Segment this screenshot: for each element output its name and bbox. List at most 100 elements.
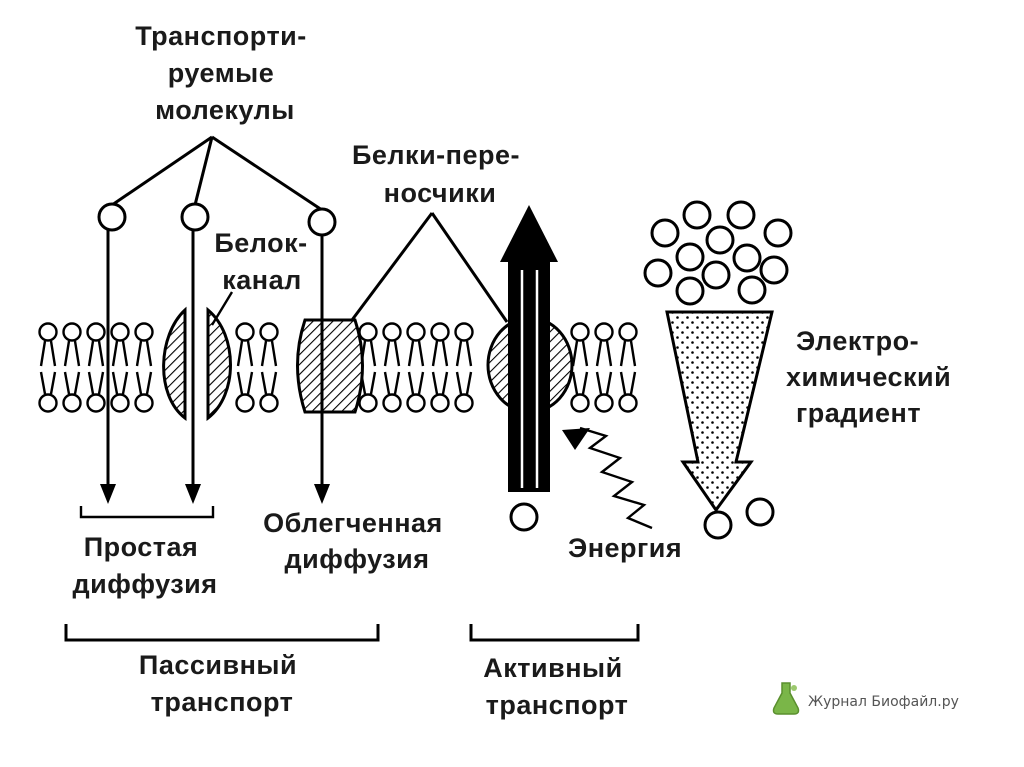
lipid-head — [86, 322, 106, 342]
lipid-head — [406, 322, 426, 342]
lipid-head — [454, 393, 474, 413]
gradient-molecule — [726, 200, 756, 230]
molecule-simple-1 — [97, 202, 127, 232]
lipid-head — [594, 322, 614, 342]
gradient-molecule — [643, 258, 673, 288]
gradient-molecule — [763, 218, 793, 248]
lipid-head — [382, 322, 402, 342]
lipid-head — [110, 393, 130, 413]
lipid-head — [358, 393, 378, 413]
lipid-tail — [135, 371, 153, 395]
channel-protein — [162, 306, 232, 422]
lipid-head — [594, 393, 614, 413]
lipid-head — [454, 322, 474, 342]
carrier-protein-facilitated — [296, 318, 364, 414]
lipid-head — [110, 322, 130, 342]
gradient-molecule — [705, 225, 735, 255]
facilitated-diffusion-label: Облегченная диффузия — [263, 508, 451, 574]
lipid-head — [259, 393, 279, 413]
lipid-tail — [260, 340, 278, 367]
energy-label: Энергия — [568, 533, 682, 563]
lipid-tail — [63, 371, 81, 395]
lipid-head — [235, 393, 255, 413]
lipid-tail — [571, 340, 589, 367]
lipid-head — [358, 322, 378, 342]
lipid-tail — [135, 340, 153, 367]
lipid-head — [134, 322, 154, 342]
simple-diffusion-arrow-1 — [100, 230, 116, 504]
lipid-tail — [455, 371, 473, 395]
electrochemical-gradient-arrow — [665, 310, 774, 513]
lipid-tail — [431, 340, 449, 367]
molecule-simple-2 — [180, 202, 210, 232]
simple-diffusion-arrow-2 — [185, 230, 201, 504]
active-transport-bracket — [469, 624, 640, 642]
molecules-pointer-lines — [111, 135, 323, 212]
active-transport-label: Активный транспорт — [483, 653, 630, 720]
lipid-tail — [407, 371, 425, 395]
flask-logo-icon — [772, 682, 800, 715]
facilitated-diffusion-arrow — [314, 235, 330, 504]
lipid-tail — [236, 371, 254, 395]
lipid-head — [430, 393, 450, 413]
gradient-molecule — [682, 200, 712, 230]
lipid-tail — [39, 371, 57, 395]
gradient-molecule — [759, 255, 789, 285]
lipid-tail — [431, 371, 449, 395]
lipid-head — [430, 322, 450, 342]
lipid-tail — [87, 371, 105, 395]
lipid-tail — [407, 340, 425, 367]
passive-transport-label: Пассивный транспорт — [139, 650, 305, 717]
carrier-proteins-label: Белки-пере- носчики — [352, 140, 528, 208]
simple-diffusion-bracket — [79, 506, 215, 519]
lipid-head — [62, 393, 82, 413]
active-transport-arrow — [500, 205, 558, 492]
gradient-molecule — [732, 243, 762, 273]
lipid-head — [570, 393, 590, 413]
lipid-tail — [571, 371, 589, 395]
lipid-tail — [619, 371, 637, 395]
lipid-tail — [595, 340, 613, 367]
lipid-tail — [619, 340, 637, 367]
molecule-active-transport — [509, 502, 539, 532]
lipid-tail — [595, 371, 613, 395]
gradient-molecule — [675, 276, 705, 306]
lipid-tail — [260, 371, 278, 395]
lipid-tail — [87, 340, 105, 367]
channel-protein-label: Белок- канал — [214, 228, 315, 295]
lipid-head — [618, 393, 638, 413]
gradient-molecule — [650, 218, 680, 248]
energy-squiggle-arrow — [562, 426, 653, 530]
carriers-pointer-lines — [350, 212, 509, 323]
gradient-molecule-bottom-2 — [745, 497, 775, 527]
simple-diffusion-label: Простая диффузия — [72, 532, 217, 599]
transported-molecules-label: Транспорти- руемые молекулы — [135, 21, 315, 125]
lipid-head — [235, 322, 255, 342]
watermark: Журнал Биофайл.ру — [772, 682, 959, 715]
watermark-text: Журнал Биофайл.ру — [808, 694, 959, 710]
lipid-tail — [111, 371, 129, 395]
lipid-head — [86, 393, 106, 413]
gradient-molecule — [675, 242, 705, 272]
lipid-tail — [383, 371, 401, 395]
lipid-head — [38, 393, 58, 413]
gradient-molecule — [701, 260, 731, 290]
lipid-head — [382, 393, 402, 413]
lipid-head — [406, 393, 426, 413]
lipid-head — [38, 322, 58, 342]
electrochemical-gradient-label: Электро- химический градиент — [786, 326, 959, 428]
channel-pointer-line — [210, 291, 234, 326]
lipid-head — [618, 322, 638, 342]
lipid-bilayer — [38, 322, 638, 413]
passive-transport-bracket — [64, 624, 380, 642]
lipid-tail — [383, 340, 401, 367]
gradient-molecules-cluster — [643, 200, 793, 306]
gradient-molecule-bottom-1 — [703, 510, 733, 540]
lipid-head — [62, 322, 82, 342]
lipid-head — [134, 393, 154, 413]
gradient-molecule — [737, 275, 767, 305]
lipid-tail — [236, 340, 254, 367]
lipid-head — [259, 322, 279, 342]
lipid-tail — [39, 340, 57, 367]
